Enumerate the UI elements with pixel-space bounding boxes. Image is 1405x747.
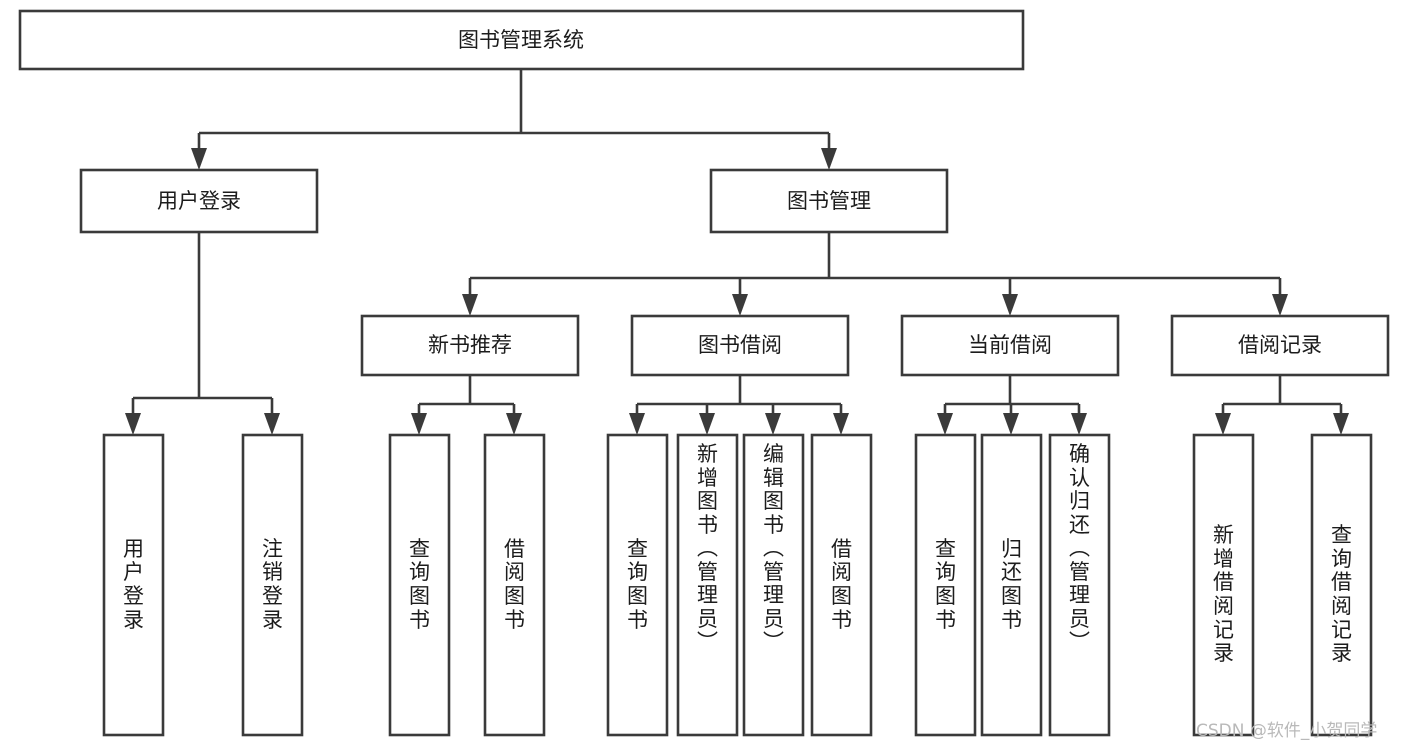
node-current-borrow[interactable]: 当前借阅 (900, 314, 1120, 377)
leaf-box-query-record[interactable] (1310, 433, 1373, 737)
leaf-box-borrow-book-2[interactable] (810, 433, 873, 737)
node-book-management[interactable]: 图书管理 (709, 168, 949, 234)
arrow-head-icon (821, 148, 837, 170)
leaf-box-query-book-2[interactable] (606, 433, 669, 737)
arrow-head-icon (1215, 413, 1231, 435)
node-root[interactable]: 图书管理系统 (18, 9, 1025, 71)
connector-root-to-level2 (191, 69, 837, 170)
connector-user-login-to-leaves (125, 232, 280, 435)
leaf-box-query-book-3[interactable] (914, 433, 977, 737)
arrow-head-icon (125, 413, 141, 435)
connector-new-book-recommend-to-leaves (411, 375, 522, 435)
node-current-borrow-label: 当前借阅 (968, 333, 1052, 357)
node-new-book-recommend-box (360, 314, 580, 377)
connector-borrow-record-to-leaves (1215, 375, 1349, 435)
arrow-head-icon (1003, 413, 1019, 435)
arrow-head-icon (506, 413, 522, 435)
arrow-head-icon (1002, 294, 1018, 316)
connector-book-management-to-level3 (462, 232, 1288, 316)
leaf-box-user-login[interactable] (102, 433, 165, 737)
arrow-head-icon (1272, 294, 1288, 316)
node-user-login-label: 用户登录 (157, 189, 241, 213)
leaf-box-edit-book[interactable] (742, 433, 805, 737)
arrow-head-icon (833, 413, 849, 435)
leaf-box-add-book[interactable] (676, 433, 739, 737)
node-current-borrow-box (900, 314, 1120, 377)
node-root-label: 图书管理系统 (458, 28, 584, 52)
arrow-head-icon (264, 413, 280, 435)
leaf-box-logout[interactable] (241, 433, 304, 737)
arrow-head-icon (411, 413, 427, 435)
node-borrow-record[interactable]: 借阅记录 (1170, 314, 1390, 377)
node-book-management-label: 图书管理 (787, 189, 871, 213)
node-user-login-box (79, 168, 319, 234)
leaf-box-confirm-return[interactable] (1048, 433, 1111, 737)
arrow-head-icon (629, 413, 645, 435)
arrow-head-icon (191, 148, 207, 170)
arrow-head-icon (462, 294, 478, 316)
arrow-head-icon (732, 294, 748, 316)
node-user-login[interactable]: 用户登录 (79, 168, 319, 234)
node-borrow-record-label: 借阅记录 (1238, 333, 1322, 357)
node-root-box (18, 9, 1025, 71)
leaf-box-add-record[interactable] (1192, 433, 1255, 737)
node-new-book-recommend[interactable]: 新书推荐 (360, 314, 580, 377)
arrow-head-icon (765, 413, 781, 435)
connector-current-borrow-to-leaves (937, 375, 1087, 435)
arrow-head-icon (1071, 413, 1087, 435)
arrow-head-icon (937, 413, 953, 435)
node-book-borrow[interactable]: 图书借阅 (630, 314, 850, 377)
arrow-head-icon (1333, 413, 1349, 435)
leaf-box-return-book[interactable] (980, 433, 1043, 737)
node-book-borrow-label: 图书借阅 (698, 333, 782, 357)
leaf-box-query-book-1[interactable] (388, 433, 451, 737)
connector-book-borrow-to-leaves (629, 375, 849, 435)
arrow-head-icon (699, 413, 715, 435)
node-new-book-recommend-label: 新书推荐 (428, 333, 512, 357)
leaf-box-borrow-book-1[interactable] (483, 433, 546, 737)
